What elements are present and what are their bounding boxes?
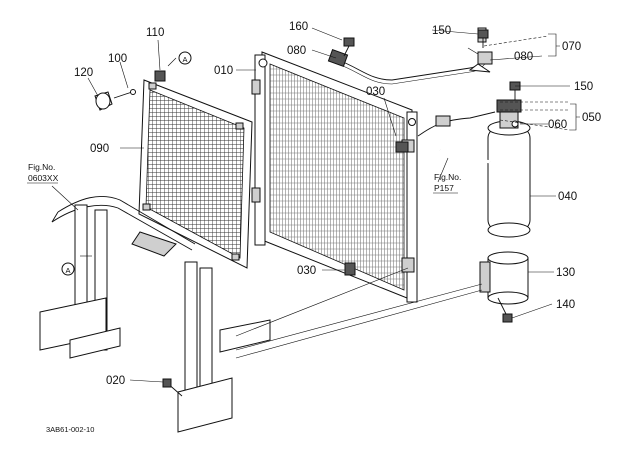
ref-marker-a-upper: A — [178, 51, 192, 65]
label-010: 010 — [214, 65, 233, 77]
hose-080 — [417, 111, 496, 164]
label-140: 140 — [556, 299, 575, 311]
label-100: 100 — [108, 53, 127, 65]
label-030-lower: 030 — [297, 265, 316, 277]
nut-110 — [154, 70, 166, 82]
ref-marker-a-lower: A — [61, 262, 75, 276]
label-050: 050 — [582, 112, 601, 124]
svg-text:A: A — [182, 55, 187, 64]
leader-lines — [51, 27, 580, 383]
svg-text:A: A — [65, 266, 70, 275]
label-040: 040 — [558, 191, 577, 203]
label-060: 060 — [548, 119, 567, 131]
mount-030-upper — [395, 141, 409, 153]
pipe-070 — [327, 27, 493, 85]
bolt-020 — [162, 378, 183, 397]
label-130: 130 — [556, 267, 575, 279]
bolt-160 — [343, 37, 355, 57]
svg-text:Fig.No.: Fig.No. — [28, 162, 55, 172]
mount-030-lower — [344, 262, 356, 276]
mounting-frame — [39, 195, 271, 433]
label-090: 090 — [90, 143, 109, 155]
knob-120 — [94, 91, 113, 111]
label-030-upper: 030 — [366, 86, 385, 98]
label-080-right: 080 — [514, 51, 533, 63]
figure-ref-0603xx: Fig.No. 0603XX — [27, 162, 59, 184]
label-150-upper: 150 — [432, 25, 451, 37]
figure-ref-p157: Fig.No. P157 — [433, 172, 461, 194]
label-080-left: 080 — [287, 45, 306, 57]
svg-text:Fig.No.: Fig.No. — [434, 172, 461, 182]
pin-100 — [113, 89, 136, 99]
bolt-150-lower — [509, 81, 521, 100]
receiver-dryer-040 — [487, 99, 531, 238]
label-110: 110 — [146, 27, 164, 39]
svg-text:P157: P157 — [434, 183, 454, 193]
label-160: 160 — [289, 21, 308, 33]
label-120: 120 — [74, 67, 93, 79]
bolt-140 — [497, 297, 513, 323]
diagram-code: 3AB61-002-10 — [46, 425, 94, 434]
part-labels: 010 020 030 030 040 050 060 070 080 080 … — [74, 21, 601, 387]
label-020: 020 — [106, 375, 125, 387]
label-150-lower: 150 — [574, 81, 593, 93]
bracket-130 — [479, 251, 529, 305]
label-070: 070 — [562, 41, 581, 53]
condenser-010 — [251, 51, 418, 303]
screen-090 — [138, 79, 253, 269]
svg-text:0603XX: 0603XX — [28, 173, 59, 183]
